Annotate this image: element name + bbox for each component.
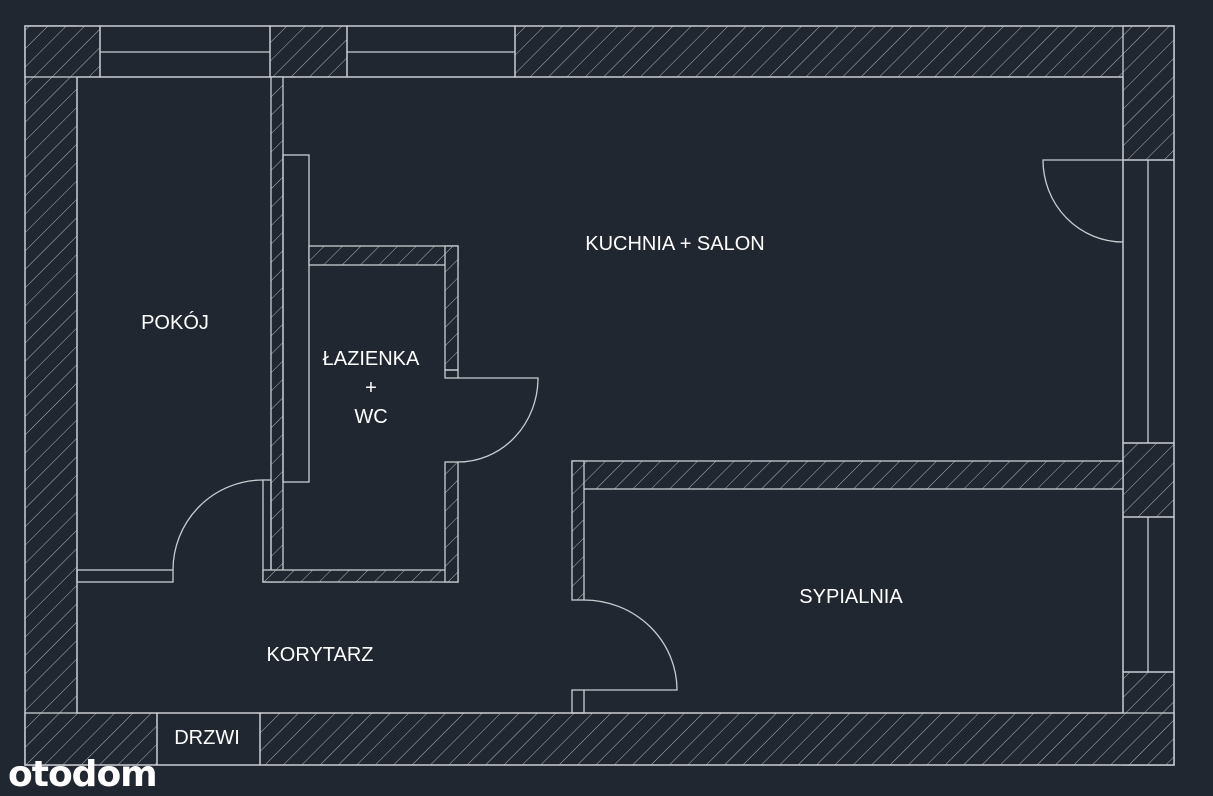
balcony-door-swing [1042, 159, 1124, 243]
room-door-swing [172, 479, 264, 571]
entrance-label: DRZWI [174, 727, 240, 749]
otodom-watermark: otodom [8, 754, 157, 795]
room-label-kitchen-living: KUCHNIA + SALON [585, 233, 765, 255]
interior-walls [76, 76, 1124, 714]
bedroom-door-swing [583, 599, 678, 691]
windows [99, 25, 1175, 673]
bathroom-door-swing [457, 377, 539, 463]
room-label-bathroom-plus: + [365, 377, 377, 399]
exterior-walls [24, 25, 1175, 766]
doors [156, 159, 1124, 766]
room-label-wc: WC [354, 406, 387, 428]
room-label-bathroom: ŁAZIENKA [323, 348, 420, 370]
room-label-corridor: KORYTARZ [266, 644, 373, 666]
room-label-room: POKÓJ [141, 311, 209, 334]
room-label-bedroom: SYPIALNIA [799, 586, 903, 608]
entrance-door [156, 712, 261, 766]
